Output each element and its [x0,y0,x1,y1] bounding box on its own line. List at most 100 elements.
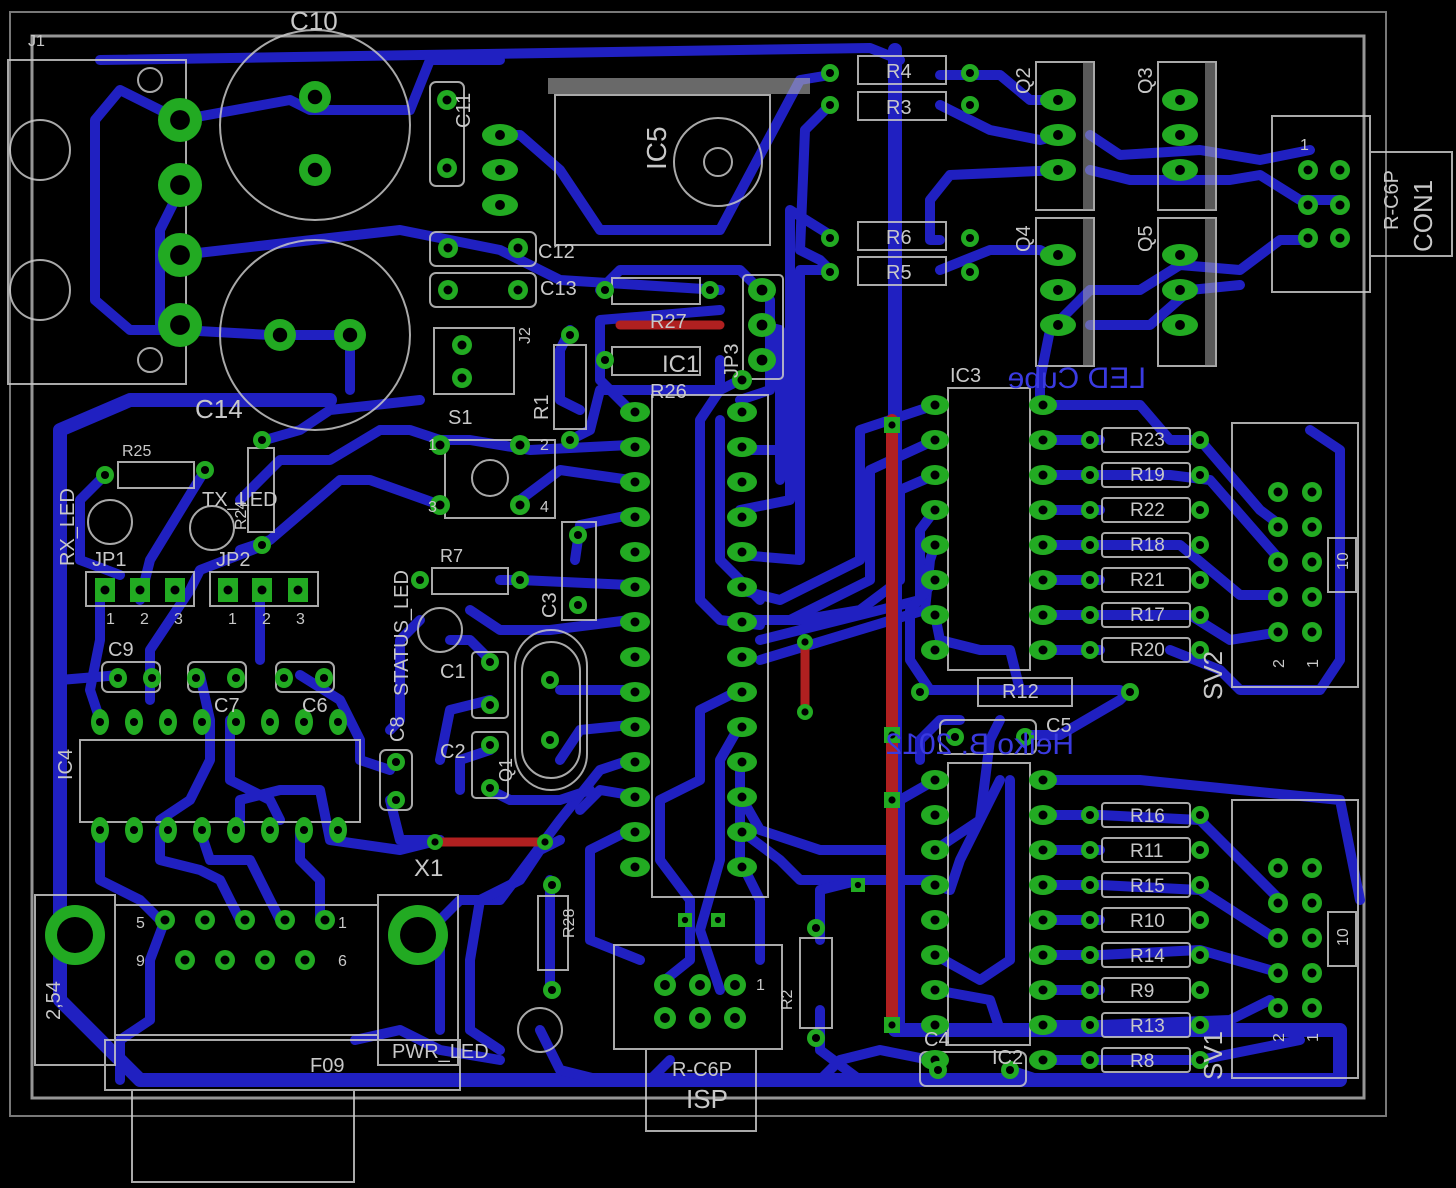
drill-hole [307,162,323,178]
drill-hole [1053,320,1063,330]
drill-hole [756,319,768,331]
drill-hole [1273,627,1283,637]
label-c7: C7 [214,695,240,717]
drill-hole [565,435,575,445]
pin-label-sv1-10: 10 [1335,928,1352,946]
resistor-outline [1101,977,1191,1003]
drill-hole [200,465,210,475]
drill-hole [547,880,557,890]
drill-hole [223,585,233,595]
mounting-holes [45,905,448,965]
drill-hole [573,600,583,610]
drill-hole [730,980,740,990]
drill-hole [965,68,975,78]
pin-label-jp1-3: 3 [174,611,183,628]
label-r27: R27 [650,311,687,333]
drill-hole [660,980,670,990]
drill-hole [1307,898,1317,908]
drill-hole [129,717,139,727]
drill-hole [1175,165,1185,175]
drill-hole [1125,687,1135,697]
resistor-outline [1101,427,1191,453]
label-r24: R24 [233,501,250,530]
resistor-outline [1101,497,1191,523]
drill-hole [756,354,768,366]
pin-label-s1-3: 3 [428,499,437,516]
drill-hole [630,652,640,662]
label-status-led: STATUS_LED [391,570,413,696]
label-sv2: SV2 [1198,651,1228,700]
drill-hole [391,795,401,805]
resistor-outline [1101,532,1191,558]
drill-hole [257,435,267,445]
drill-hole [1195,540,1205,550]
pin-label-sv1-1: 1 [1305,1033,1322,1042]
drill-hole [1195,845,1205,855]
label-r22: R22 [1130,500,1165,521]
pin-label-f09-9: 9 [136,953,145,970]
drill-hole [197,717,207,727]
label-r23: R23 [1130,430,1165,451]
drill-hole [1053,95,1063,105]
drill-hole [573,530,583,540]
drill-hole [756,284,768,296]
drill-hole [1195,575,1205,585]
drill-hole [1038,880,1048,890]
label-r6: R6 [886,227,912,249]
drill-hole [737,582,747,592]
drill-hole [1195,1055,1205,1065]
label-r25: R25 [122,443,151,460]
drill-hole [930,505,940,515]
drill-hole [705,285,715,295]
drill-hole [1307,487,1317,497]
board-outline [30,34,1366,1100]
drill-hole [630,442,640,452]
label-c5: C5 [1046,715,1072,737]
drill-hole [1038,1055,1048,1065]
label-c1: C1 [440,661,466,683]
resistor-outline [1101,1012,1191,1038]
drill-hole [1195,470,1205,480]
drill-hole [630,862,640,872]
label-r9: R9 [1130,981,1154,1002]
drill-hole [737,792,747,802]
pin-label-f09-5: 5 [136,915,145,932]
label-q4: Q4 [1013,225,1035,252]
drill-hole [1307,1003,1317,1013]
drill-hole [1038,1020,1048,1030]
label-c3: C3 [539,592,561,618]
pin-label-sv2-1: 1 [1305,659,1322,668]
drill-hole [1335,165,1345,175]
drill-hole [737,862,747,872]
label-s1: S1 [448,407,472,429]
drill-hole [1307,557,1317,567]
label-tx-led: TX_LED [202,489,278,511]
drill-hole [737,547,747,557]
drill-hole [930,610,940,620]
drill-hole [930,810,940,820]
pin-label-f09-6: 6 [338,953,347,970]
drill-hole [681,916,689,924]
drill-hole [1195,880,1205,890]
drill-hole [825,267,835,277]
resistor-outline [1101,837,1191,863]
drill-hole [443,285,453,295]
drill-hole [1085,880,1095,890]
drill-hole [220,955,230,965]
label-c12: C12 [538,241,575,263]
drill-hole [485,657,495,667]
label-q2: Q2 [1013,67,1035,94]
label-r14: R14 [1130,946,1165,967]
drill-hole [630,827,640,837]
label-c8: C8 [387,716,409,742]
label-r15: R15 [1130,876,1165,897]
drill-hole [737,617,747,627]
drill-hole [630,477,640,487]
label-r19: R19 [1130,465,1165,486]
drill-hole [200,915,210,925]
drill-hole [1038,435,1048,445]
drill-hole [1307,863,1317,873]
drill-hole [1085,1055,1095,1065]
drill-hole [888,731,896,739]
drill-hole [170,585,180,595]
